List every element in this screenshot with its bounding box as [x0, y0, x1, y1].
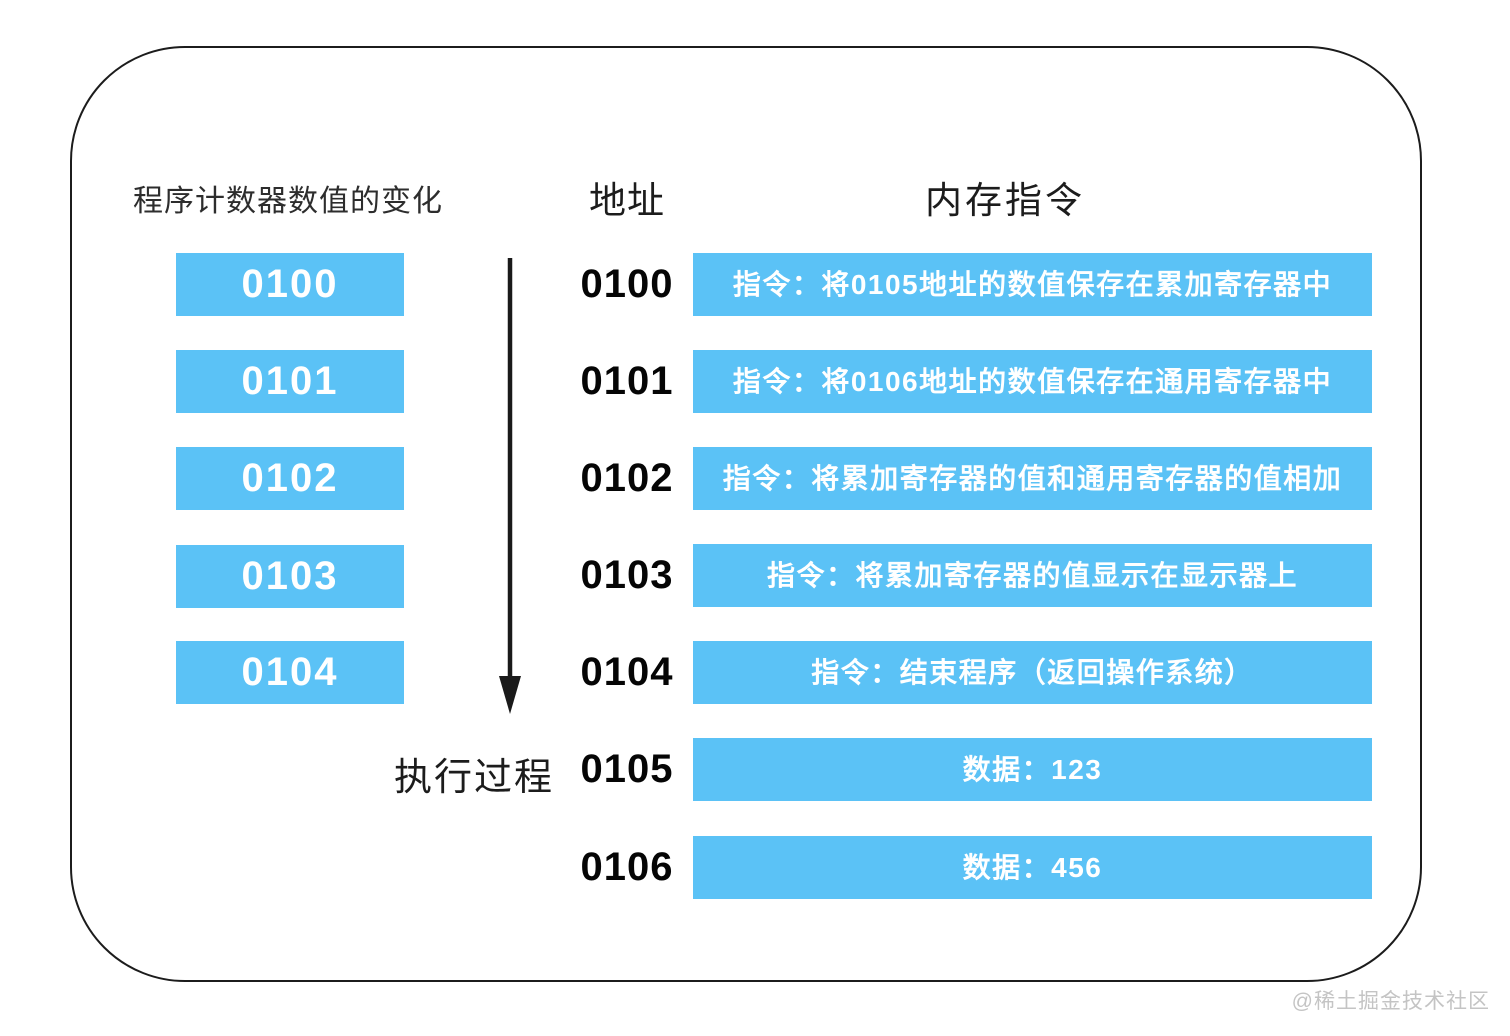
memory-row: 0100 指令：将0105地址的数值保存在累加寄存器中 — [0, 253, 1510, 316]
execution-flow-arrow-icon — [499, 258, 521, 714]
memory-row: 0104 指令：结束程序（返回操作系统） — [0, 641, 1510, 704]
memory-cell-bar: 数据：123 — [693, 738, 1372, 801]
pc-value-box: 0103 — [176, 545, 404, 608]
memory-cell-bar: 指令：结束程序（返回操作系统） — [693, 641, 1372, 704]
address-label: 0105 — [580, 747, 674, 791]
pc-value-box: 0102 — [176, 447, 404, 510]
address-label: 0106 — [580, 845, 674, 889]
memory-cell-bar: 数据：456 — [693, 836, 1372, 899]
address-label: 0101 — [580, 359, 674, 403]
address-column-title: 地址 — [589, 180, 665, 221]
outer-rounded-frame — [70, 46, 1422, 982]
pc-value-box: 0101 — [176, 350, 404, 413]
address-label: 0100 — [580, 262, 674, 306]
pc-value-box: 0104 — [176, 641, 404, 704]
memory-row: 0102 指令：将累加寄存器的值和通用寄存器的值相加 — [0, 447, 1510, 510]
execution-process-label: 执行过程 — [394, 757, 555, 799]
memory-cell-bar: 指令：将0106地址的数值保存在通用寄存器中 — [693, 350, 1372, 413]
memory-cell-bar: 指令：将累加寄存器的值显示在显示器上 — [693, 544, 1372, 607]
watermark: @稀土掘金技术社区 — [1291, 990, 1490, 1013]
address-label: 0102 — [580, 456, 674, 500]
memory-row: 0105 数据：123 — [0, 738, 1510, 801]
memory-row: 0101 指令：将0106地址的数值保存在通用寄存器中 — [0, 350, 1510, 413]
address-label: 0104 — [580, 650, 674, 694]
pc-value-box: 0100 — [176, 253, 404, 316]
memory-row: 0103 指令：将累加寄存器的值显示在显示器上 — [0, 544, 1510, 607]
memory-row: 0106 数据：456 — [0, 836, 1510, 899]
address-label: 0103 — [580, 553, 674, 597]
memory-column-title: 内存指令 — [925, 180, 1085, 221]
memory-cell-bar: 指令：将累加寄存器的值和通用寄存器的值相加 — [693, 447, 1372, 510]
memory-cell-bar: 指令：将0105地址的数值保存在累加寄存器中 — [693, 253, 1372, 316]
pc-column-title: 程序计数器数值的变化 — [133, 185, 443, 218]
